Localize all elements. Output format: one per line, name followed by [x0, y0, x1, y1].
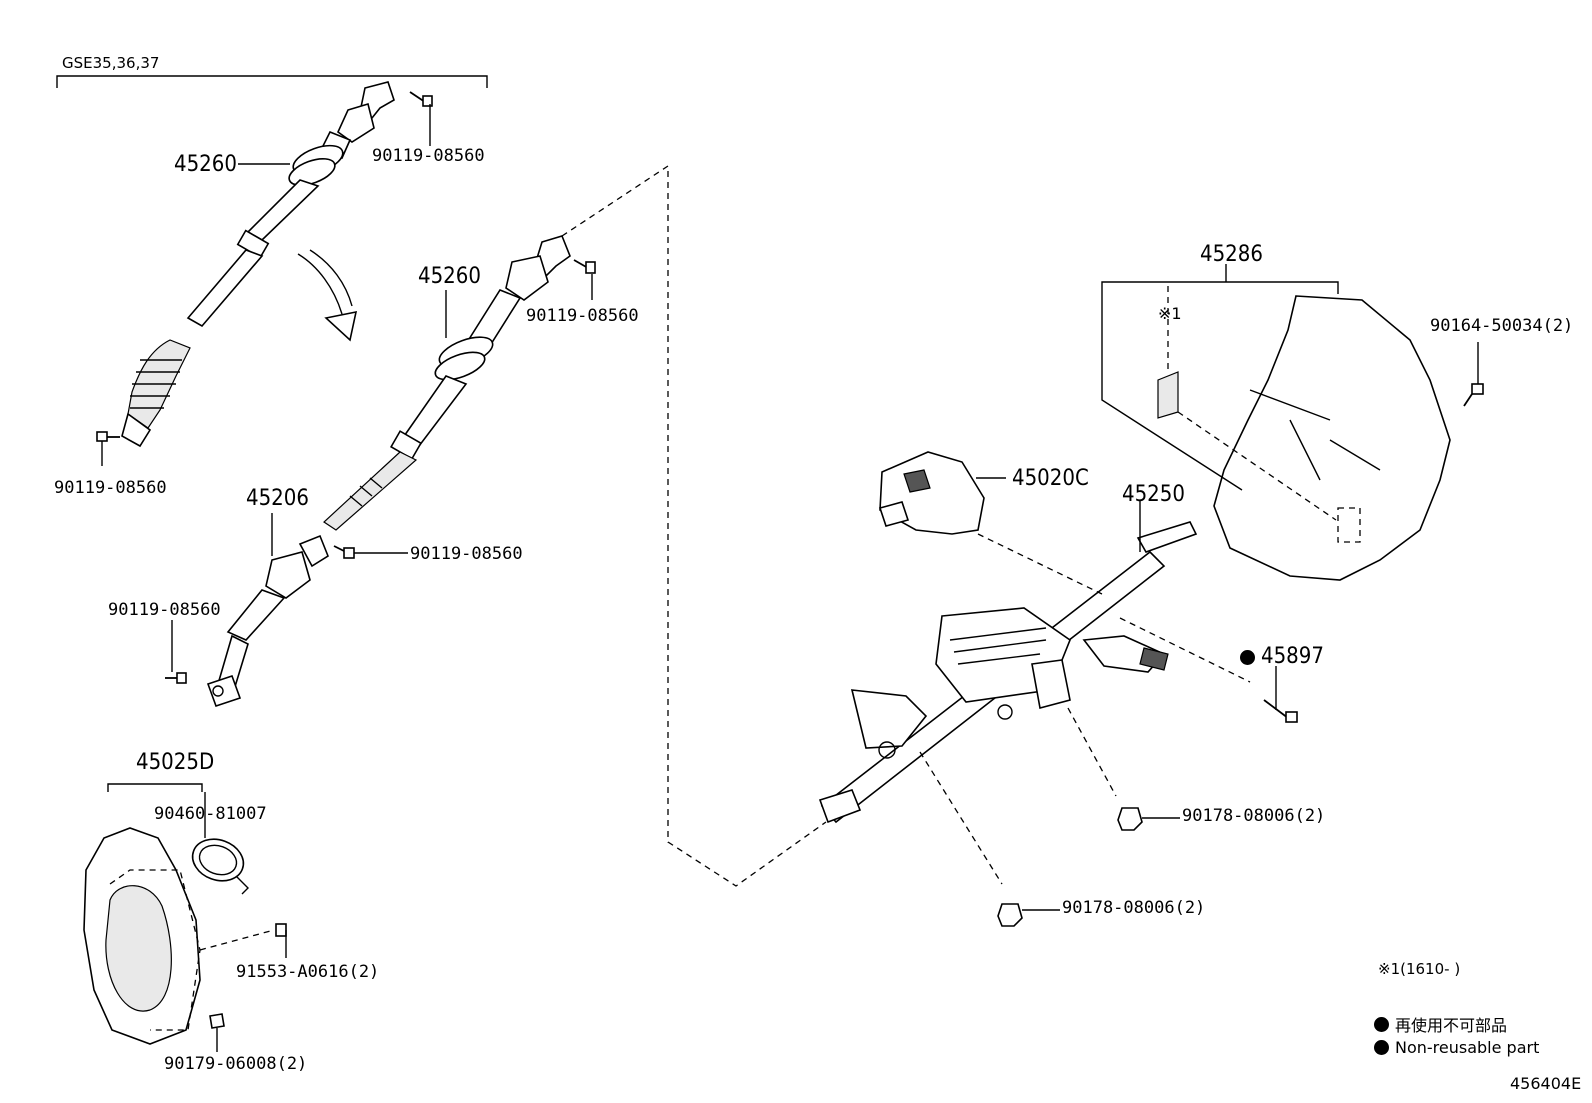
- part-45286[interactable]: 45286: [1200, 242, 1263, 267]
- intermediate-shaft-lower: [323, 235, 571, 531]
- bolt-label-2[interactable]: 90119-08560: [54, 478, 167, 498]
- legend-dot-icon: [1374, 1040, 1389, 1055]
- legend-dot-icon: [1374, 1016, 1389, 1032]
- dash-nut-b: [919, 751, 1003, 885]
- shaft-45206: [206, 534, 329, 708]
- part-45206[interactable]: 45206: [246, 486, 309, 511]
- bolt-label-4[interactable]: 90119-08560: [410, 544, 523, 564]
- part-45250[interactable]: 45250: [1122, 482, 1185, 507]
- screw-label-91553[interactable]: 91553-A0616(2): [236, 962, 380, 982]
- switch-45020C: [878, 451, 1006, 535]
- nut-label-90178-b[interactable]: 90178-08006(2): [1062, 898, 1206, 918]
- bolt-label-5[interactable]: 90119-08560: [108, 600, 221, 620]
- dash-45020C: [977, 533, 1103, 595]
- bolt-label-3[interactable]: 90119-08560: [526, 306, 639, 326]
- note-mark: ※1: [1158, 304, 1182, 323]
- dashed-link: [561, 164, 827, 887]
- bolt-icon-1: [409, 91, 433, 146]
- screw-icon-90164: [1463, 342, 1484, 407]
- group-label: GSE35,36,37: [62, 54, 160, 72]
- part-45897: 45897: [1261, 644, 1324, 669]
- legend-en: Non-reusable part: [1374, 1038, 1539, 1057]
- bolt-label-1[interactable]: 90119-08560: [372, 146, 485, 166]
- nut-icon-90178-a: [1117, 807, 1180, 831]
- intermediate-shaft-upper: [121, 81, 395, 448]
- nut-label-90178-a[interactable]: 90178-08006(2): [1182, 806, 1326, 826]
- bolt-icon-4: [333, 545, 408, 559]
- part-45020C[interactable]: 45020C: [1012, 466, 1089, 491]
- dash-nut-a: [1067, 707, 1117, 797]
- gse-bracket: [56, 75, 488, 88]
- nut-label-90179[interactable]: 90179-06008(2): [164, 1054, 308, 1074]
- dash-45897: [1119, 617, 1251, 683]
- boot-seal-45025D: [83, 783, 287, 1052]
- bolt-icon-5: [165, 620, 187, 684]
- non-reusable-dot-icon: [1240, 649, 1255, 665]
- part-45897-row[interactable]: 45897: [1240, 646, 1324, 668]
- bolt-icon-3: [573, 259, 596, 300]
- legend-jp: 再使用不可部品: [1374, 1012, 1507, 1036]
- diagram-code: 456404E: [1510, 1074, 1582, 1093]
- legend-jp-text: 再使用不可部品: [1395, 1016, 1508, 1035]
- nut-icon-90178-b: [997, 903, 1060, 927]
- note-range: ※1(1610- ): [1378, 960, 1461, 978]
- legend-en-text: Non-reusable part: [1395, 1038, 1540, 1057]
- part-45025D[interactable]: 45025D: [136, 750, 215, 775]
- part-45260-upper[interactable]: 45260: [174, 152, 237, 177]
- screw-label-90164[interactable]: 90164-50034(2): [1430, 316, 1574, 336]
- ring-label[interactable]: 90460-81007: [154, 804, 267, 824]
- column-cover-45286: [1101, 264, 1451, 581]
- bolt-icon-45897: [1263, 666, 1298, 723]
- part-45260-lower[interactable]: 45260: [418, 264, 481, 289]
- steering-column-45250: [818, 500, 1198, 824]
- direction-arrow: [297, 249, 358, 342]
- bolt-icon-2: [96, 431, 120, 466]
